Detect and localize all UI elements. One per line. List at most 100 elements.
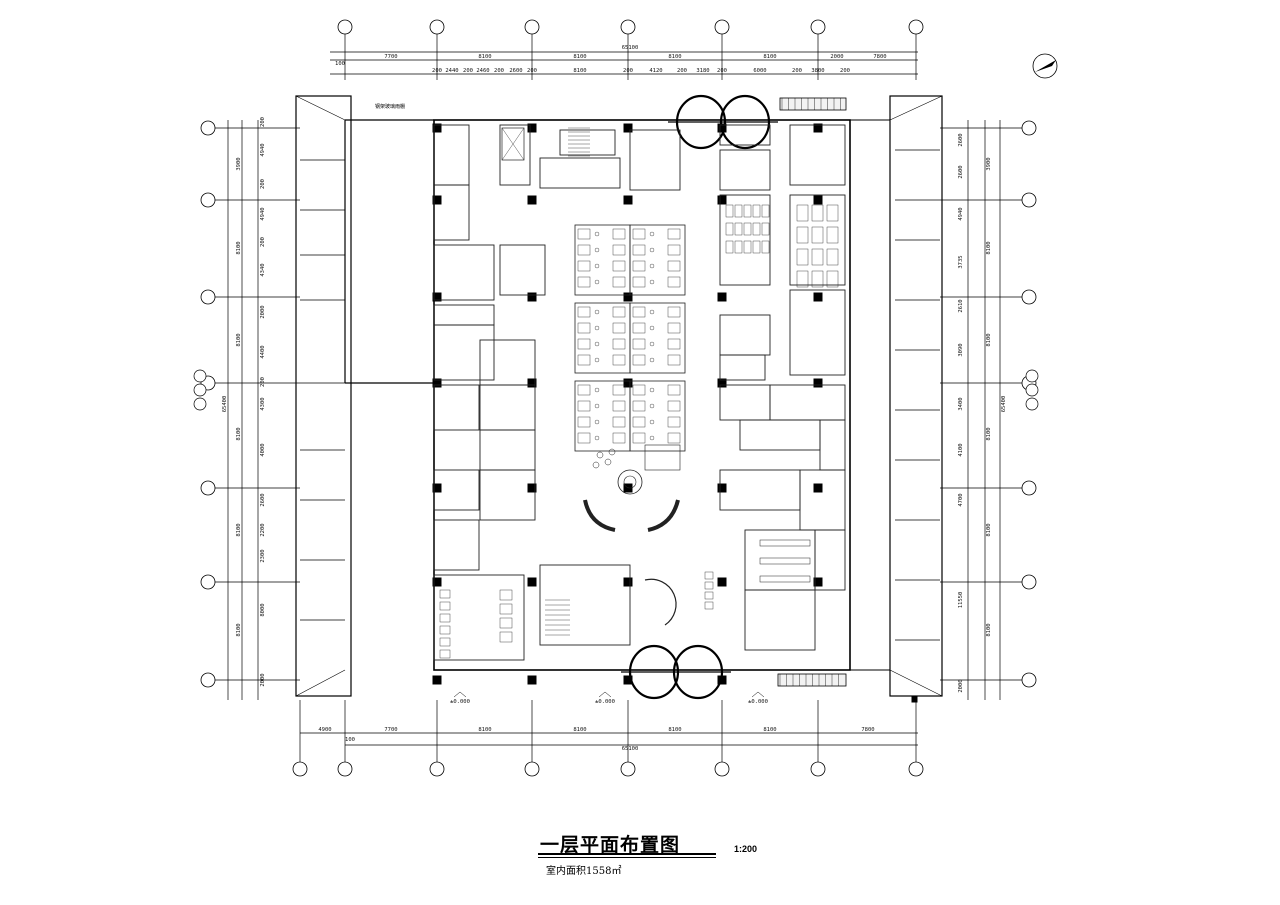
desk (667, 432, 681, 444)
desk (612, 416, 626, 428)
room (814, 529, 846, 591)
top-small-label: 100 (335, 61, 345, 67)
axis-bubble-right (1021, 289, 1037, 305)
axis-bubble-top (337, 19, 353, 35)
column (432, 483, 442, 493)
desk (577, 354, 591, 366)
left-sub-label: 2300 (260, 549, 266, 562)
chair (594, 231, 600, 237)
right-sub-label: 4100 (958, 443, 964, 456)
desk (667, 416, 681, 428)
left-span-label: 8100 (236, 523, 242, 536)
top-total-label: 65100 (622, 45, 639, 51)
bed (796, 204, 809, 222)
desk (577, 432, 591, 444)
right-sub-label: 4700 (958, 493, 964, 506)
chair (594, 279, 600, 285)
chair (649, 419, 655, 425)
drawing-title: 一层平面布置图 (540, 834, 681, 856)
desk (612, 228, 626, 240)
axis-bubble-right-extra (1025, 397, 1039, 411)
desk (612, 322, 626, 334)
seat (743, 222, 752, 236)
axis-bubble-right (1021, 120, 1037, 136)
seat (752, 204, 761, 218)
desk (612, 244, 626, 256)
room (719, 354, 766, 381)
right-sub-label: 2000 (958, 679, 964, 692)
desk (577, 306, 591, 318)
room (819, 419, 846, 471)
chair (649, 279, 655, 285)
axis-bubble-bottom (908, 761, 924, 777)
elevator-cross (501, 127, 525, 161)
chair (649, 403, 655, 409)
chair (594, 403, 600, 409)
office-block (629, 302, 686, 374)
curved-sofa-right (647, 499, 680, 532)
column (623, 483, 633, 493)
chair (649, 341, 655, 347)
axis-bubble-right-extra (1025, 383, 1039, 397)
top-span-label: 7700 (384, 54, 397, 60)
room (719, 384, 771, 421)
column (432, 195, 442, 205)
desk (667, 322, 681, 334)
bottom-span-label: 4900 (318, 727, 331, 733)
room (739, 419, 821, 451)
room (719, 469, 801, 511)
bottom-span-label: 8100 (573, 727, 586, 733)
top-sub-label: 200 (527, 68, 537, 74)
office-block (629, 224, 686, 296)
top-sub-label: 2440 (445, 68, 458, 74)
column (527, 483, 537, 493)
desk (632, 384, 646, 396)
room-furniture (433, 124, 846, 661)
top-span-label: 8100 (763, 54, 776, 60)
level-marker: ±0.000 (748, 699, 768, 705)
axis-bubble-bottom-extra (292, 761, 308, 777)
seat (725, 204, 734, 218)
right-sub-label: 3090 (958, 343, 964, 356)
top-sub-label: 200 (432, 68, 442, 74)
table-round (608, 448, 616, 456)
column (813, 292, 823, 302)
right-span-label: 8100 (986, 333, 992, 346)
chair (649, 263, 655, 269)
north-arrow-pointer (1035, 60, 1056, 72)
desk (612, 260, 626, 272)
reception-round-inner (623, 475, 637, 489)
column (717, 483, 727, 493)
seat (743, 204, 752, 218)
column (813, 195, 823, 205)
right-span-label: 3900 (986, 157, 992, 170)
axis-bubble-bottom (524, 761, 540, 777)
column (527, 675, 537, 685)
chair (594, 387, 600, 393)
right-sub-label: 3735 (958, 255, 964, 268)
roof-slope (295, 95, 346, 121)
table-round (596, 451, 604, 459)
desk (667, 244, 681, 256)
column (813, 483, 823, 493)
left-sub-label: 8000 (260, 603, 266, 616)
axis-bubble-top (810, 19, 826, 35)
column (717, 195, 727, 205)
bed (826, 226, 839, 244)
left-span-label: 3900 (236, 157, 242, 170)
room (539, 157, 621, 189)
right-span-label: 8100 (986, 523, 992, 536)
room (499, 244, 546, 296)
bottom-span-label: 8100 (478, 727, 491, 733)
desk (612, 432, 626, 444)
office-block (574, 224, 631, 296)
table-round (604, 458, 612, 466)
bench (759, 557, 811, 565)
top-sub-label: 200 (717, 68, 727, 74)
left-sub-label: 4300 (260, 397, 266, 410)
waiting-area (644, 444, 681, 471)
column (432, 675, 442, 685)
right-total-label: 65400 (1001, 396, 1007, 413)
axis-bubble-right (1021, 192, 1037, 208)
bench (759, 575, 811, 583)
